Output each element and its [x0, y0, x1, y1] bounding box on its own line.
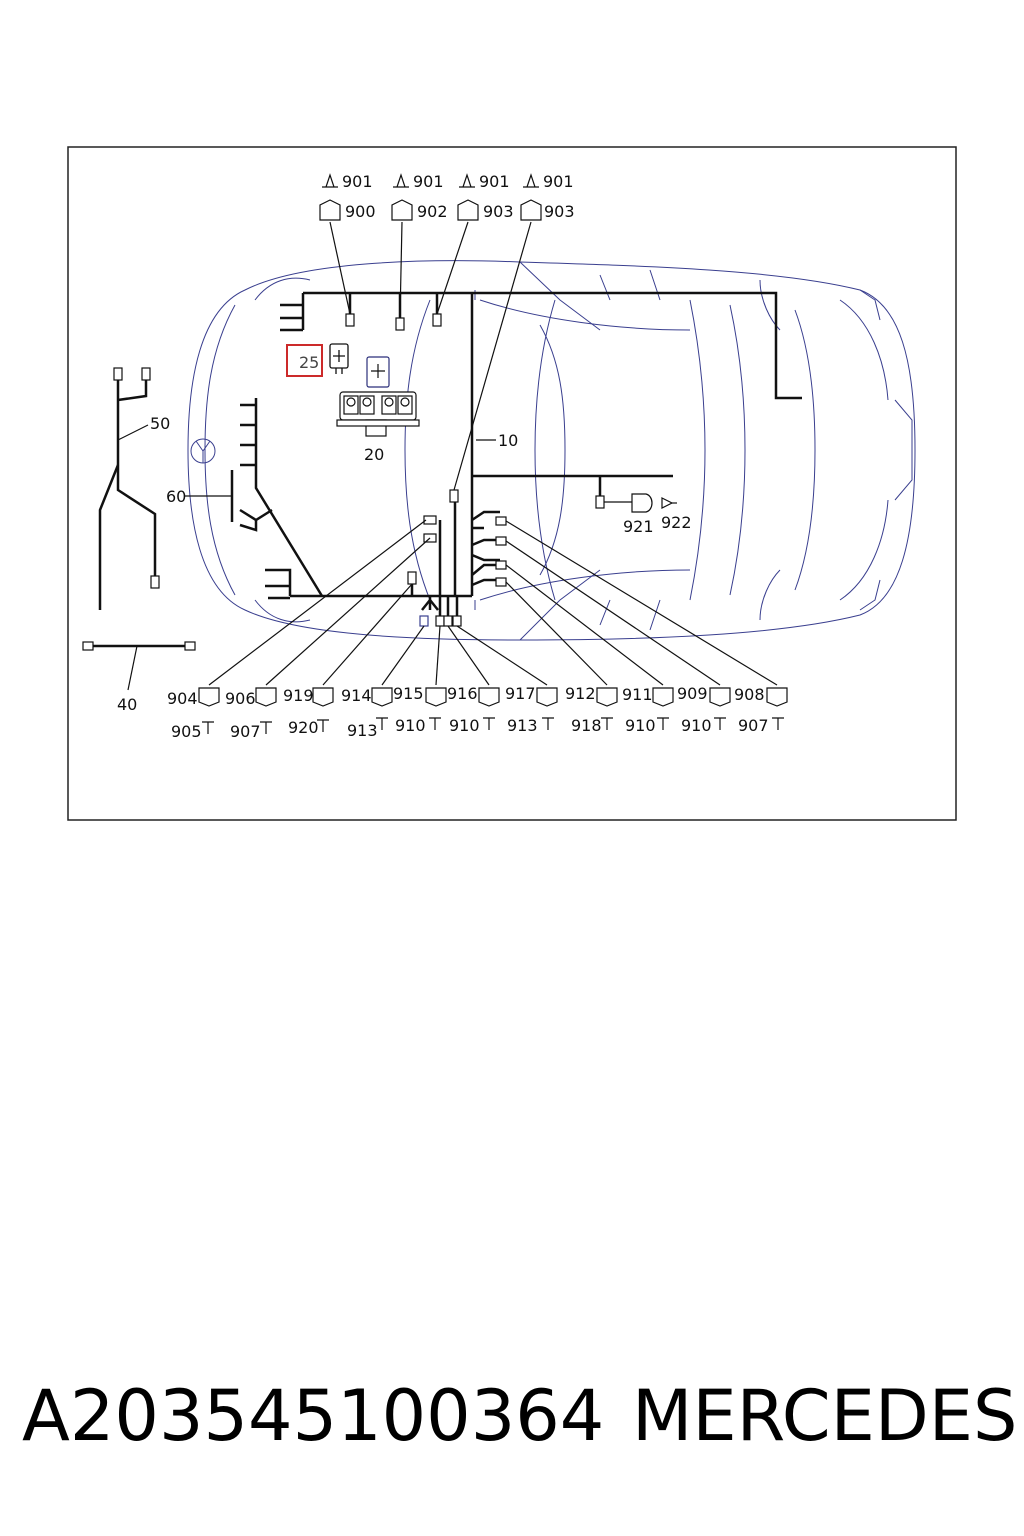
callout-label: 909	[677, 684, 708, 703]
terminal-icon	[376, 717, 388, 730]
connector-housing-icon	[520, 199, 542, 221]
callout-label: 906	[225, 689, 256, 708]
callout-label: 916	[447, 684, 478, 703]
terminal-icon	[260, 721, 272, 734]
callout-label: 910	[395, 716, 426, 735]
connector-housing-icon	[425, 687, 447, 707]
callout-label: 912	[565, 684, 596, 703]
connector-housing-icon	[457, 199, 479, 221]
callout-label: 905	[171, 722, 202, 741]
brand-name: MERCEDES	[632, 1375, 1018, 1457]
terminal-icon	[657, 717, 669, 730]
plug-icon	[322, 173, 338, 188]
bottom-callout-labels-row1: 904 906 919 914 915 916 917 912 911 909 …	[167, 684, 765, 708]
relay-25-icon	[329, 343, 349, 374]
terminal-icon	[429, 717, 441, 730]
connector-housing-icon	[255, 687, 277, 707]
fuse-box-20-icon	[336, 356, 420, 437]
callout-label: 915	[393, 684, 424, 703]
callout-label: 918	[571, 716, 602, 735]
connector-housing-icon	[652, 687, 674, 707]
connector-housing-icon	[766, 687, 788, 707]
callout-label: 900	[345, 202, 376, 221]
connector-housing-icon	[709, 687, 731, 707]
connector-housing-icon	[371, 687, 393, 707]
callout-label: 903	[544, 202, 575, 221]
connector-housing-icon	[391, 199, 413, 221]
fuse-box-20-label: 20	[364, 445, 384, 464]
top-callout-labels: 901 901 901 901 900 902 903 903	[342, 172, 575, 221]
connector-921-icon	[604, 493, 653, 513]
relay-25-label: 25	[299, 353, 319, 372]
bottom-callout-labels-row2: 905 907 920 913 910 910 913 918 910 910 …	[171, 716, 769, 741]
callout-label: 907	[230, 722, 261, 741]
callout-label: 901	[543, 172, 574, 191]
harness-50	[98, 378, 157, 610]
terminal-icon	[317, 719, 329, 732]
harness-main	[230, 291, 802, 620]
component-labels: 25 20 10 50 60 40 921 922	[117, 353, 692, 714]
harness-10-label: 10	[498, 431, 518, 450]
callout-label: 901	[479, 172, 510, 191]
callout-label: 920	[288, 718, 319, 737]
connector-housing-icon	[596, 687, 618, 707]
plug-icon	[393, 173, 409, 188]
highlight-box	[286, 344, 323, 377]
callout-label: 919	[283, 686, 314, 705]
connector-922-label: 922	[661, 513, 692, 532]
callout-label: 908	[734, 685, 765, 704]
callout-label: 913	[507, 716, 538, 735]
top-callout-symbols	[319, 173, 542, 221]
connector-922-icon	[661, 497, 677, 509]
plug-icon	[523, 173, 539, 188]
connector-housing-icon	[198, 687, 220, 707]
footer: A203545100364 MERCEDES	[22, 1375, 1017, 1475]
terminal-icon	[714, 717, 726, 730]
connector-housing-icon	[319, 199, 341, 221]
terminal-icon	[601, 717, 613, 730]
harness-40-label: 40	[117, 695, 137, 714]
callout-label: 910	[681, 716, 712, 735]
callout-label: 901	[342, 172, 373, 191]
callout-label: 904	[167, 689, 198, 708]
callout-label: 910	[625, 716, 656, 735]
terminal-icon	[202, 721, 214, 734]
plug-icon	[459, 173, 475, 188]
terminal-icon	[542, 717, 554, 730]
harness-50-label: 50	[150, 414, 170, 433]
connector-housing-icon	[536, 687, 558, 707]
connector-921-label: 921	[623, 517, 654, 536]
callout-label: 911	[622, 685, 653, 704]
connector-housing-icon	[312, 687, 334, 707]
callout-label: 914	[341, 686, 372, 705]
terminal-icon	[483, 717, 495, 730]
harness-60-label: 60	[166, 487, 186, 506]
car-outline	[187, 260, 916, 641]
part-number: A203545100364	[22, 1375, 605, 1457]
leader-lines	[117, 221, 778, 691]
bottom-callout-symbols	[198, 687, 788, 734]
callout-label: 907	[738, 716, 769, 735]
diagram-frame	[67, 146, 957, 821]
callout-label: 902	[417, 202, 448, 221]
callout-label: 903	[483, 202, 514, 221]
terminal-icon	[772, 717, 784, 730]
callout-label: 917	[505, 684, 536, 703]
callout-label: 910	[449, 716, 480, 735]
callout-label: 901	[413, 172, 444, 191]
callout-label: 913	[347, 721, 378, 740]
connector-housing-icon	[478, 687, 500, 707]
